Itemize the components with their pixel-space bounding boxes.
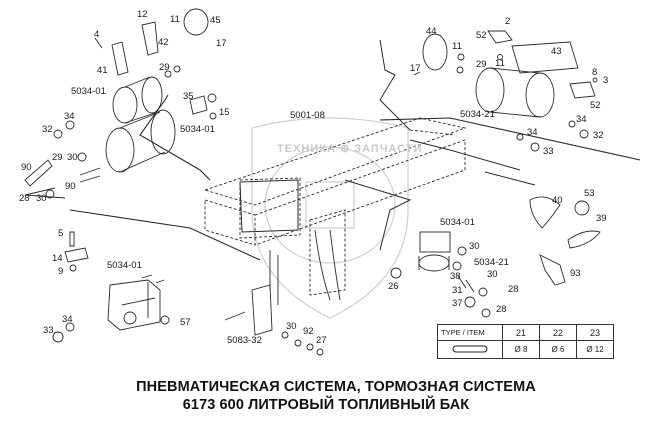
callout-34-c: 34: [527, 127, 538, 138]
table-item-21: 21: [502, 324, 540, 341]
callout-52-b: 52: [590, 100, 601, 111]
callout-39: 39: [596, 213, 607, 224]
diagram-title-line2: 6173 600 ЛИТРОВЫЙ ТОПЛИВНЫЙ БАК: [182, 397, 470, 413]
callout-30-b: 30: [36, 193, 47, 204]
callout-45: 45: [210, 15, 221, 26]
callout-5034-01-c: 5034-01: [440, 217, 475, 228]
callout-93: 93: [570, 268, 581, 279]
callout-14: 14: [52, 253, 63, 264]
callout-8: 8: [592, 67, 598, 78]
callout-17-b: 17: [410, 63, 421, 74]
hose-icon: [452, 345, 488, 352]
callout-33: 33: [543, 146, 554, 157]
diagram-title-line1: ПНЕВМАТИЧЕСКАЯ СИСТЕМА, ТОРМОЗНАЯ СИСТЕМ…: [136, 379, 536, 395]
callout-9: 9: [58, 266, 64, 277]
callout-28-c: 28: [496, 304, 507, 315]
callout-5034-01-b: 5034-01: [180, 124, 215, 135]
callout-38: 38: [450, 271, 461, 282]
callout-30: 30: [67, 152, 78, 163]
callout-28: 28: [19, 193, 30, 204]
callout-4: 4: [94, 29, 100, 40]
callout-17: 17: [216, 38, 227, 49]
table-header-type-item: TYPE / ITEM: [437, 324, 503, 341]
callout-90-b: 90: [65, 181, 76, 192]
callout-40: 40: [552, 195, 563, 206]
table-value-23: Ø 12: [576, 340, 614, 359]
callout-3: 3: [603, 75, 609, 86]
callout-27: 27: [316, 335, 327, 346]
table-value-22: Ø 6: [539, 340, 577, 359]
callout-2: 2: [505, 16, 511, 27]
callout-34-d: 34: [62, 314, 73, 325]
callout-12: 12: [137, 9, 148, 20]
callout-5034-21-a: 5034-21: [460, 109, 495, 120]
hose-symbol-cell: [437, 340, 503, 359]
callout-29-b: 29: [52, 152, 63, 163]
table-item-23: 23: [576, 324, 614, 341]
callout-41: 41: [97, 65, 108, 76]
callout-34-b: 34: [576, 114, 587, 125]
callout-15: 15: [219, 107, 230, 118]
callout-53: 53: [584, 188, 595, 199]
air-tank-upper-right: [475, 67, 555, 118]
callout-52: 52: [476, 30, 487, 41]
callout-42: 42: [158, 37, 169, 48]
callout-5: 5: [58, 228, 64, 239]
callout-32: 32: [42, 124, 53, 135]
table-value-21: Ø 8: [502, 340, 540, 359]
callout-31: 31: [452, 285, 463, 296]
callout-29: 29: [159, 62, 170, 73]
watermark-shield-icon: [251, 117, 409, 319]
hose-spec-table: TYPE / ITEM 21 22 23 Ø 8 Ø 6 Ø 12: [437, 324, 614, 359]
callout-43: 43: [551, 46, 562, 57]
callout-37: 37: [452, 298, 463, 309]
callout-35: 35: [183, 91, 194, 102]
callout-92: 92: [303, 326, 314, 337]
table-item-22: 22: [539, 324, 577, 341]
valve-module-lower-left: [107, 279, 161, 331]
watermark-text: ТЕХНИКА ⊕ ЗАПЧАСТИ: [277, 143, 423, 155]
callout-29-c: 29: [476, 59, 487, 70]
air-tank-upper-left: [112, 76, 163, 124]
callout-32-b: 32: [593, 130, 604, 141]
callout-30-d: 30: [487, 269, 498, 280]
callout-30-e: 30: [286, 321, 297, 332]
brake-valve-center: [418, 231, 451, 272]
callout-5034-21-b: 5034-21: [474, 257, 509, 268]
callout-5001-08: 5001-08: [290, 110, 325, 121]
callout-44: 44: [426, 26, 437, 37]
callout-5034-01-d: 5034-01: [107, 260, 142, 271]
callout-90: 90: [21, 162, 32, 173]
callout-26: 26: [388, 281, 399, 292]
callout-30-c: 30: [469, 241, 480, 252]
callout-34: 34: [64, 111, 75, 122]
callout-11-b: 11: [452, 41, 462, 52]
air-tank-lower-left: [105, 109, 176, 173]
chassis-frame: [203, 117, 467, 296]
callout-11-c: 11: [495, 58, 505, 69]
callout-33-b: 33: [43, 325, 54, 336]
callout-57: 57: [180, 317, 191, 328]
callout-11: 11: [170, 14, 180, 25]
callout-28-b: 28: [508, 284, 519, 295]
callout-5083-32: 5083-32: [227, 335, 262, 346]
callout-5034-01-a: 5034-01: [71, 86, 106, 97]
